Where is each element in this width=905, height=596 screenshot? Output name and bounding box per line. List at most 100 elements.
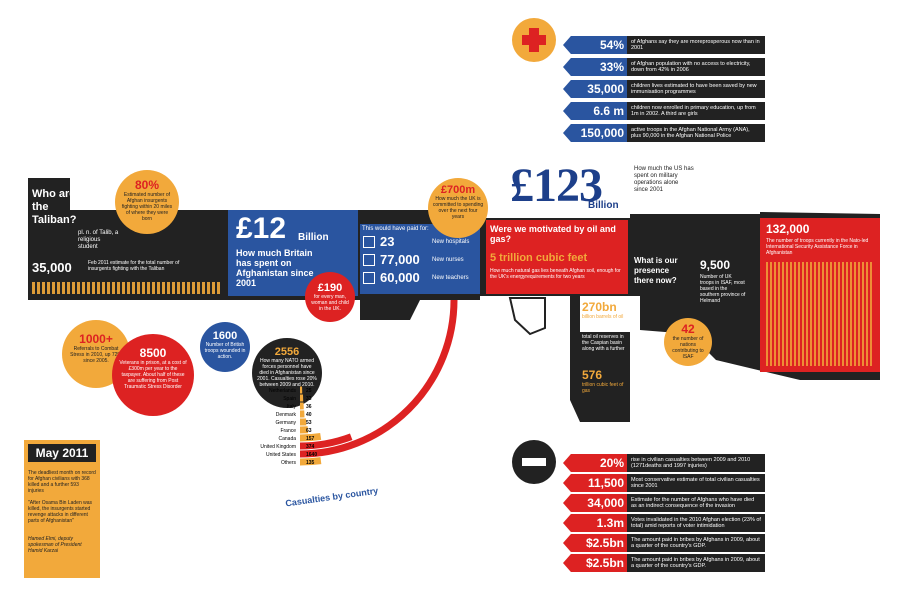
casualty-value-label: 36 [306,404,312,410]
stat-text: Votes invalidated in the 2010 Afghan ele… [627,514,765,532]
insurgent-figures [32,282,222,294]
casualty-value-label: 157 [306,436,315,442]
stat-value: 11,500 [563,474,629,492]
oil-value: 270bn [582,300,617,314]
casualty-value-label: 135 [306,460,315,466]
casualty-country-label: Italy [287,404,297,410]
casualty-country-label: United Kingdom [260,444,296,450]
nato-dead-value: 2556 [274,346,300,358]
presence-title: What is our presence there now? [634,256,678,285]
stat-text: Estimate for the number of Afghans who h… [627,494,765,512]
casualty-value-label: 1640 [306,452,317,458]
stat-text: children lives estimated to have been sa… [627,80,765,98]
casualty-bar-canada [299,432,322,442]
stat-value: 34,000 [563,494,629,512]
paid-for-icon [363,254,375,266]
gas-panel [486,220,628,294]
nato-dead-text: How many NATO armed forces personnel hav… [257,358,317,388]
paid-for-value: 77,000 [380,252,420,267]
nations-value: 42 [681,322,695,336]
us-spend-value: £123 [510,159,603,212]
nations-circle: 42 the number of nations contributing to… [664,318,712,366]
stat-text: The amount paid in bribes by Afghans in … [627,554,765,572]
may-panel [24,440,100,578]
negative-stat-row: 20%rise in civilian casualties between 2… [563,454,765,472]
uk700-value: £700m [440,184,476,196]
oil-text: US government estimates for the total oi… [582,322,625,352]
casualty-country-label: Spain [283,396,296,402]
insurgents-text: Estimated number of Afghan insurgents fi… [121,192,173,222]
stat-text: children now enrolled in primary educati… [627,102,765,120]
casualty-country-label: United States [266,452,297,458]
oil-unit: billion barrels of oil [582,314,624,320]
insurgents-circle: 80% Estimated number of Afghan insurgent… [115,170,179,234]
casualty-value-label: 374 [306,444,315,450]
casualty-country-label: Germany [275,420,296,426]
troop-figures [766,262,874,366]
may-text: The deadliest month on record for Afghan… [28,470,96,494]
presence-total-text: The number of troops currently in the Na… [766,238,869,256]
combat-text: Referrals to Combat Stress in 2010, up 7… [70,346,122,364]
paid-for-value: 60,000 [380,270,420,285]
combat-value: 1000+ [79,332,113,346]
casualty-value-label: 53 [306,420,312,426]
oil-unit2: trillion cubic feet of gas [582,382,624,394]
minus-icon [512,440,556,484]
stat-value: 33% [563,58,629,76]
stat-value: 6.6 m [563,102,629,120]
presence-uk-value: 9,500 [700,258,731,272]
britain-text: How much Britain has spent on Afghanista… [236,248,314,288]
casualty-country-label: Others [281,460,297,466]
presence-total-value: 132,000 [766,222,810,236]
stat-text: rise in civilian casualties between 2009… [627,454,765,472]
casualty-value-label: 25 [306,388,312,394]
nations-text: the number of nations contributing to IS… [672,336,704,360]
us-spend-unit: Billion [588,200,619,211]
casualty-country-label: France [280,428,296,434]
casualty-bar-others [299,457,322,466]
paid-for-label: New nurses [432,257,464,263]
stat-value: 1.3m [563,514,629,532]
presence-uk-text: Number of UK troops in ISAF, most based … [700,274,746,304]
stat-text: of Afghan population with no access to e… [627,58,765,76]
per-person-circle: £190 for every man, woman and child in t… [305,272,355,322]
paid-for-icon [363,272,375,284]
may-title: May 2011 [28,444,96,462]
per-person-value: £190 [317,282,343,294]
taliban-count: 35,000 [32,260,72,275]
taliban-definition: pl. n. of Talib, a religious student [78,230,119,250]
paid-for-label: New hospitals [432,239,470,245]
paid-for-label: New teachers [432,275,469,281]
per-person-text: for every man, woman and child in the UK… [311,294,349,312]
gas-text: How much natural gas lies beneath Afghan… [490,268,621,280]
insurgents-value: 80% [134,178,160,192]
may-quote: "After Osama Bin Laden was killed, the i… [28,500,93,524]
wounded-value: 1600 [212,330,238,342]
gas-title: Were we motivated by oil and gas? [490,224,616,244]
stat-text: of Afghans say they are moreprosperous n… [627,36,765,54]
stat-value: 54% [563,36,629,54]
veterans-value: 8500 [139,346,167,360]
casualty-value-label: 40 [306,412,312,418]
positive-stat-row: 33%of Afghan population with no access t… [563,58,765,76]
positive-stat-row: 54%of Afghans say they are moreprosperou… [563,36,765,54]
stat-value: 35,000 [563,80,629,98]
nato-dead-circle: 2556 How many NATO armed forces personne… [252,338,322,408]
uk700-text: How much the UK is committed to spending… [432,196,484,220]
may-attribution: Hamed Elmi, deputy spokesman of Presiden… [28,536,82,554]
taliban-count-text: Feb 2011 estimate for the total number o… [88,260,180,272]
stat-value: 150,000 [563,124,629,142]
gas-value: 5 trillion cubic feet [490,252,588,264]
stat-text: The amount paid in bribes by Afghans in … [627,534,765,552]
stat-text: active troops in the Afghan National Arm… [627,124,765,142]
oil-value2: 576 [582,368,603,382]
stat-text: Most conservative estimate of total civi… [627,474,765,492]
